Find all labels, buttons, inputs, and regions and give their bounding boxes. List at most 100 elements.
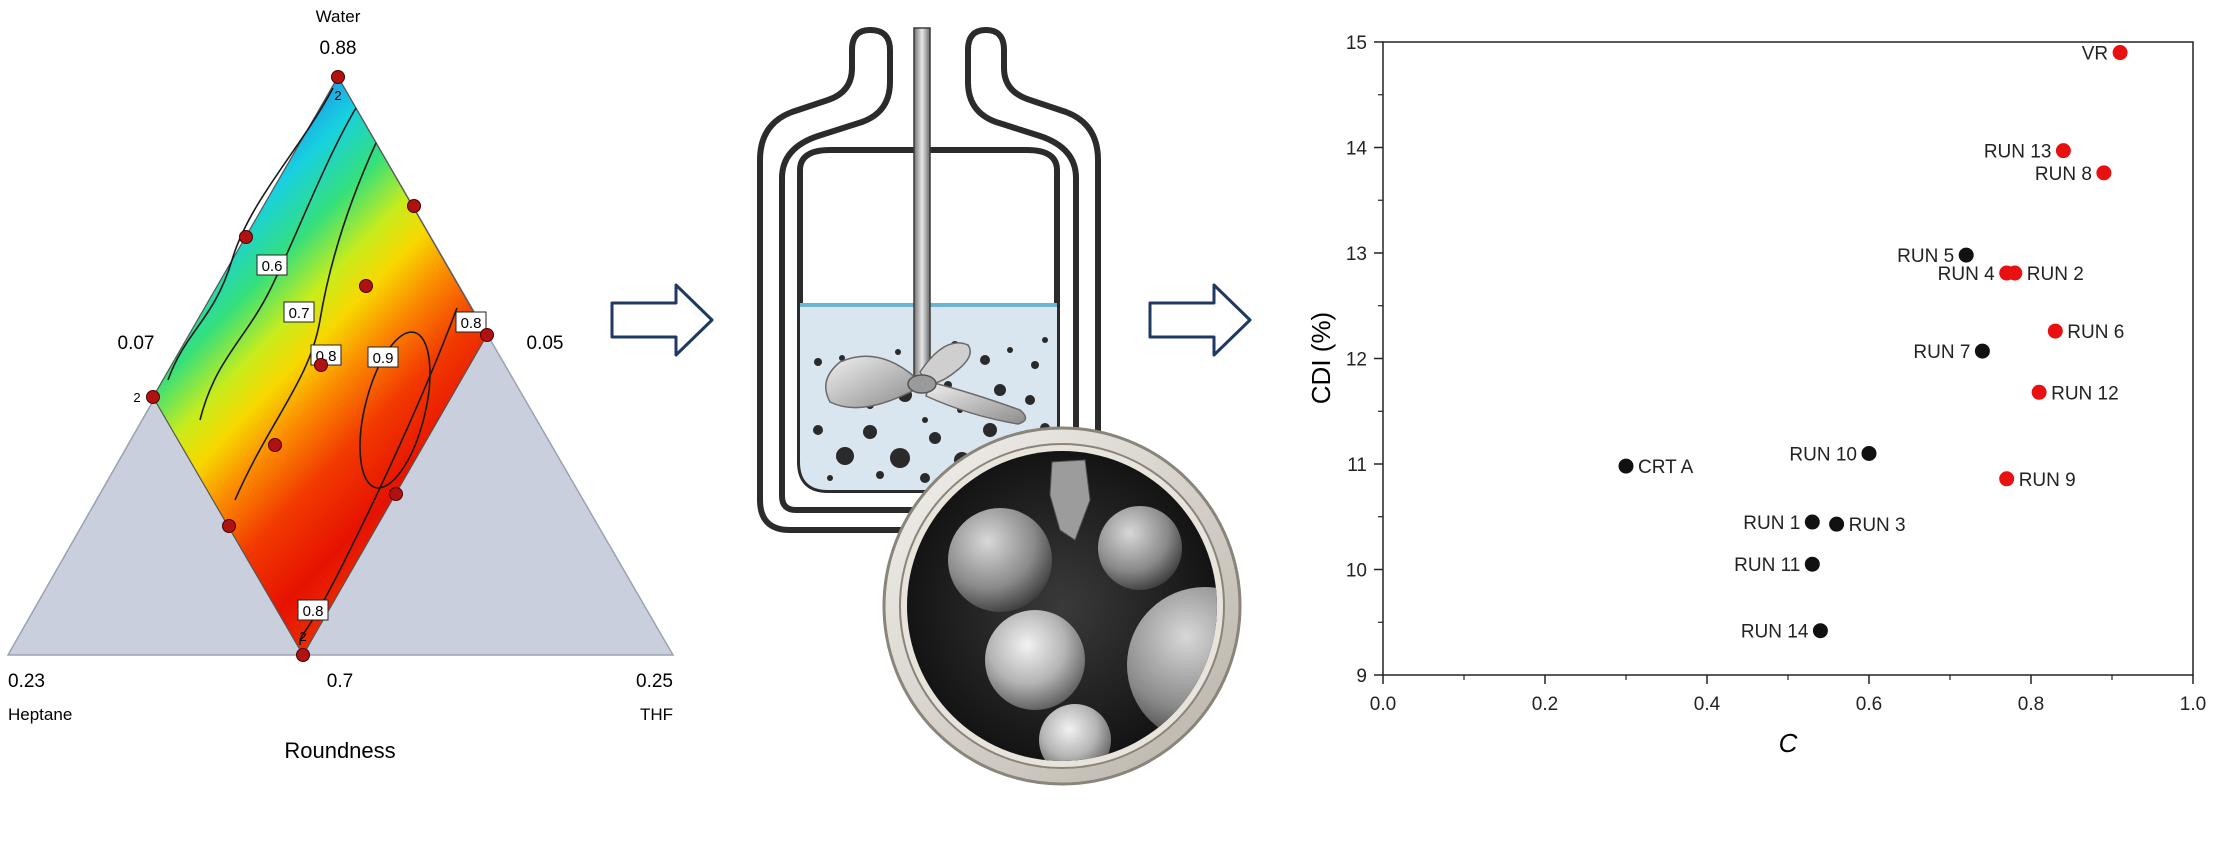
data-point-label: RUN 7 [1913, 342, 1970, 363]
left-mid-value: 0.07 [118, 333, 155, 354]
sem-particle [985, 610, 1085, 710]
data-point [2112, 45, 2128, 61]
data-point [1974, 343, 1990, 359]
sem-particle [948, 508, 1052, 612]
data-point [2031, 384, 2047, 400]
design-point [239, 230, 253, 244]
design-point [222, 519, 236, 533]
data-point-label: RUN 2 [2027, 264, 2084, 285]
data-point [1804, 514, 1820, 530]
contour-label: 0.7 [289, 305, 310, 322]
data-point-label: RUN 1 [1743, 513, 1800, 534]
contour-label: 0.6 [262, 258, 283, 275]
replicate-label: 2 [299, 629, 306, 644]
y-tick-label: 15 [1346, 33, 1367, 54]
arrow-right-icon [1148, 283, 1252, 357]
data-point [2047, 323, 2063, 339]
data-point [1804, 556, 1820, 572]
design-point [331, 70, 345, 84]
x-tick-label: 0.6 [1856, 694, 1882, 715]
sem-fragment [1049, 459, 1091, 541]
reactor-jacket [757, 27, 1101, 533]
contour-label: 0.8 [303, 603, 324, 620]
data-point-label: RUN 5 [1897, 246, 1954, 267]
contour-lines [167, 87, 458, 646]
contour-label-boxes: 0.6 0.7 0.8 0.9 0.8 0.8 [256, 254, 487, 621]
impeller [825, 342, 1027, 425]
bottom-left-name: Heptane [8, 705, 72, 724]
apex-top-value: 0.88 [320, 38, 357, 59]
design-points [146, 70, 494, 662]
data-point-label: RUN 10 [1789, 444, 1857, 465]
data-point-label: RUN 12 [2051, 383, 2119, 404]
data-point-label: RUN 13 [1984, 142, 2052, 163]
bottom-right-value: 0.25 [636, 671, 673, 692]
data-point-label: RUN 6 [2067, 322, 2124, 343]
replicate-label: 2 [334, 88, 341, 103]
x-tick-label: 0.8 [2018, 694, 2044, 715]
y-tick-label: 12 [1346, 350, 1367, 371]
right-mid-value: 0.05 [527, 333, 564, 354]
ternary-panel: 0.6 0.7 0.8 0.9 0.8 0.8 2 2 2 Water 0.88 [6, 7, 675, 763]
sem-particle [1127, 587, 1217, 743]
data-point [1618, 458, 1634, 474]
bottom-right-name: THF [640, 705, 673, 724]
apex-top-name: Water [316, 7, 361, 26]
design-point [296, 648, 310, 662]
data-point [1861, 445, 1877, 461]
design-point [359, 279, 373, 293]
replicate-label: 2 [133, 390, 140, 405]
data-point [2096, 165, 2112, 181]
contour-line [234, 142, 377, 501]
contour-line [167, 87, 334, 381]
x-tick-label: 1.0 [2180, 694, 2206, 715]
data-point [2007, 265, 2023, 281]
design-point [268, 438, 282, 452]
x-tick-label: 0.2 [1532, 694, 1558, 715]
response-title: Roundness [284, 738, 395, 763]
contour-label: 0.8 [461, 315, 482, 332]
y-axis-label: CDI (%) [1306, 312, 1336, 404]
sem-particle [1098, 506, 1182, 590]
data-point-label: RUN 3 [1849, 515, 1906, 536]
y-axis: 9 10 11 12 13 14 15 [1346, 33, 1383, 687]
data-point [1829, 516, 1845, 532]
data-point [1812, 623, 1828, 639]
x-axis-label: C [1779, 728, 1798, 758]
stirrer-shaft [913, 27, 931, 384]
bottom-left-value: 0.23 [8, 671, 45, 692]
bottom-mid-value: 0.7 [327, 671, 353, 692]
data-point [2055, 143, 2071, 159]
arrow-right-icon [610, 283, 714, 357]
contour-line [199, 107, 357, 421]
data-point-label: RUN 9 [2019, 470, 2076, 491]
y-tick-label: 11 [1347, 455, 1367, 476]
data-point-label: RUN 4 [1938, 264, 1995, 285]
design-point [146, 390, 160, 404]
plot-frame [1382, 41, 2194, 676]
scatter-chart: 0.0 0.2 0.4 0.6 0.8 1.0 9 10 11 12 13 14 15 CRT A RU… [1306, 33, 2206, 758]
design-point [407, 199, 421, 213]
x-tick-label: 0.0 [1370, 694, 1396, 715]
data-point [1999, 471, 2015, 487]
design-point [314, 358, 328, 372]
contour-label: 0.9 [373, 350, 394, 367]
x-tick-label: 0.4 [1694, 694, 1721, 715]
data-point-label: CRT A [1638, 457, 1694, 478]
design-point [389, 487, 403, 501]
data-point-label: RUN 14 [1741, 622, 1809, 643]
data-point [1958, 247, 1974, 263]
contour-line [299, 307, 458, 646]
y-tick-label: 10 [1346, 561, 1367, 582]
data-point-label: VR [2082, 44, 2108, 65]
design-point [480, 328, 494, 342]
contour-line-0.9 [359, 331, 431, 489]
y-tick-label: 14 [1346, 139, 1368, 160]
x-axis: 0.0 0.2 0.4 0.6 0.8 1.0 [1370, 675, 2206, 715]
data-point-label: RUN 8 [2035, 164, 2092, 185]
y-tick-label: 13 [1346, 244, 1367, 265]
sem-micrograph [882, 426, 1242, 786]
y-tick-label: 9 [1356, 666, 1367, 687]
